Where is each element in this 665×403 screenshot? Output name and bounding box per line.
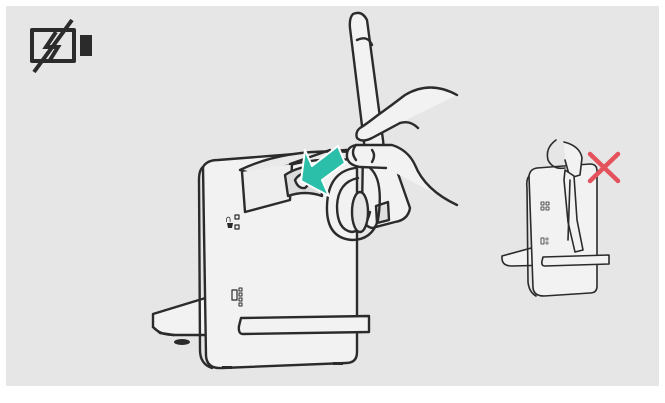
battery-charging-icon xyxy=(32,20,92,72)
wrong-placement-example xyxy=(502,140,609,296)
main-charging-base: ∩ xyxy=(153,150,369,369)
